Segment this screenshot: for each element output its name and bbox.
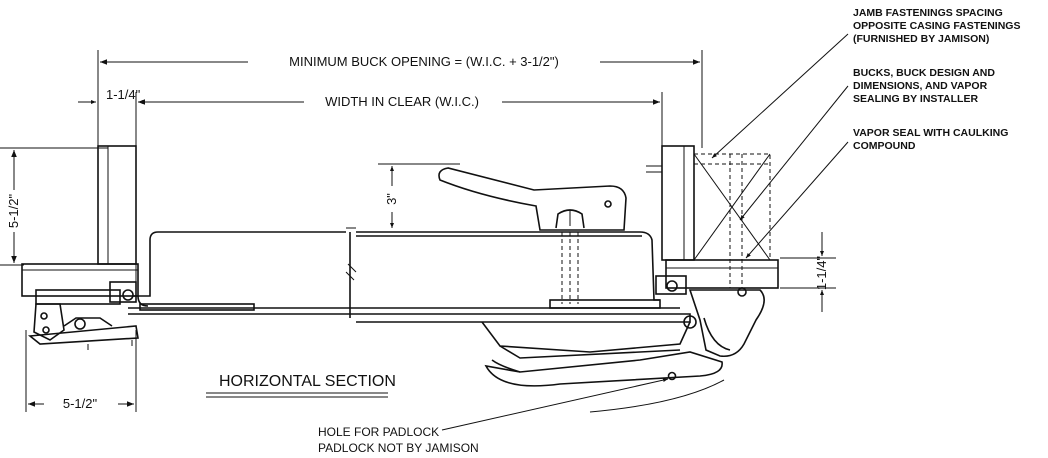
min-buck-opening-label: MINIMUM BUCK OPENING = (W.I.C. + 3-1/2")	[289, 54, 559, 69]
bucks-note-line-1: BUCKS, BUCK DESIGN AND	[853, 67, 995, 79]
door-panel	[128, 227, 691, 323]
bucks-installer-note: BUCKS, BUCK DESIGN AND DIMENSIONS, AND V…	[739, 67, 995, 221]
section-caption: HORIZONTAL SECTION	[206, 373, 396, 398]
width-in-clear-dimension: WIDTH IN CLEAR (W.I.C.)	[135, 92, 663, 290]
inside-latch-handle	[438, 167, 627, 231]
jamb-note-line-2: OPPOSITE CASING FASTENINGS	[853, 20, 1020, 32]
vapor-note-line-2: COMPOUND	[853, 140, 916, 152]
jamb-fastenings-note: JAMB FASTENINGS SPACING OPPOSITE CASING …	[711, 7, 1020, 159]
min-buck-opening-dimension: MINIMUM BUCK OPENING = (W.I.C. + 3-1/2")	[97, 50, 703, 148]
bucks-note-line-2: DIMENSIONS, AND VAPOR	[853, 80, 988, 92]
padlock-note: HOLE FOR PADLOCK PADLOCK NOT BY JAMISON	[318, 378, 669, 455]
jamb-note-line-1: JAMB FASTENINGS SPACING	[853, 7, 1003, 19]
left-buck	[21, 145, 139, 297]
padlock-hole	[667, 371, 677, 381]
left-height-label: 5-1/2"	[6, 193, 21, 228]
padlock-note-line-1: HOLE FOR PADLOCK	[318, 425, 439, 439]
left-offset-dimension: 1-1/4"	[78, 87, 156, 104]
bottom-width-dimension: 5-1/2"	[25, 330, 137, 412]
vapor-note-line-1: VAPOR SEAL WITH CAULKING	[853, 127, 1008, 139]
right-hinge-hardware	[655, 275, 765, 358]
door-thickness-label: 3"	[384, 193, 399, 205]
bottom-width-label: 5-1/2"	[63, 396, 98, 411]
padlock-note-line-2: PADLOCK NOT BY JAMISON	[318, 441, 479, 455]
left-height-dimension: 5-1/2"	[0, 147, 108, 266]
jamb-note-line-3: (FURNISHED BY JAMISON)	[853, 33, 989, 45]
vapor-seal-note: VAPOR SEAL WITH CAULKING COMPOUND	[745, 127, 1008, 259]
width-in-clear-label: WIDTH IN CLEAR (W.I.C.)	[325, 94, 479, 109]
outside-latch-handle	[481, 321, 725, 413]
left-hinge-hardware	[27, 281, 139, 350]
right-buck	[646, 145, 779, 289]
bucks-note-line-3: SEALING BY INSTALLER	[853, 93, 978, 105]
right-offset-label: 1-1/4"	[814, 255, 829, 290]
door-thickness-dimension: 3"	[378, 163, 460, 228]
left-offset-label: 1-1/4"	[106, 87, 141, 102]
right-offset-dimension: 1-1/4"	[780, 232, 836, 312]
horizontal-section-title: HORIZONTAL SECTION	[219, 373, 396, 390]
